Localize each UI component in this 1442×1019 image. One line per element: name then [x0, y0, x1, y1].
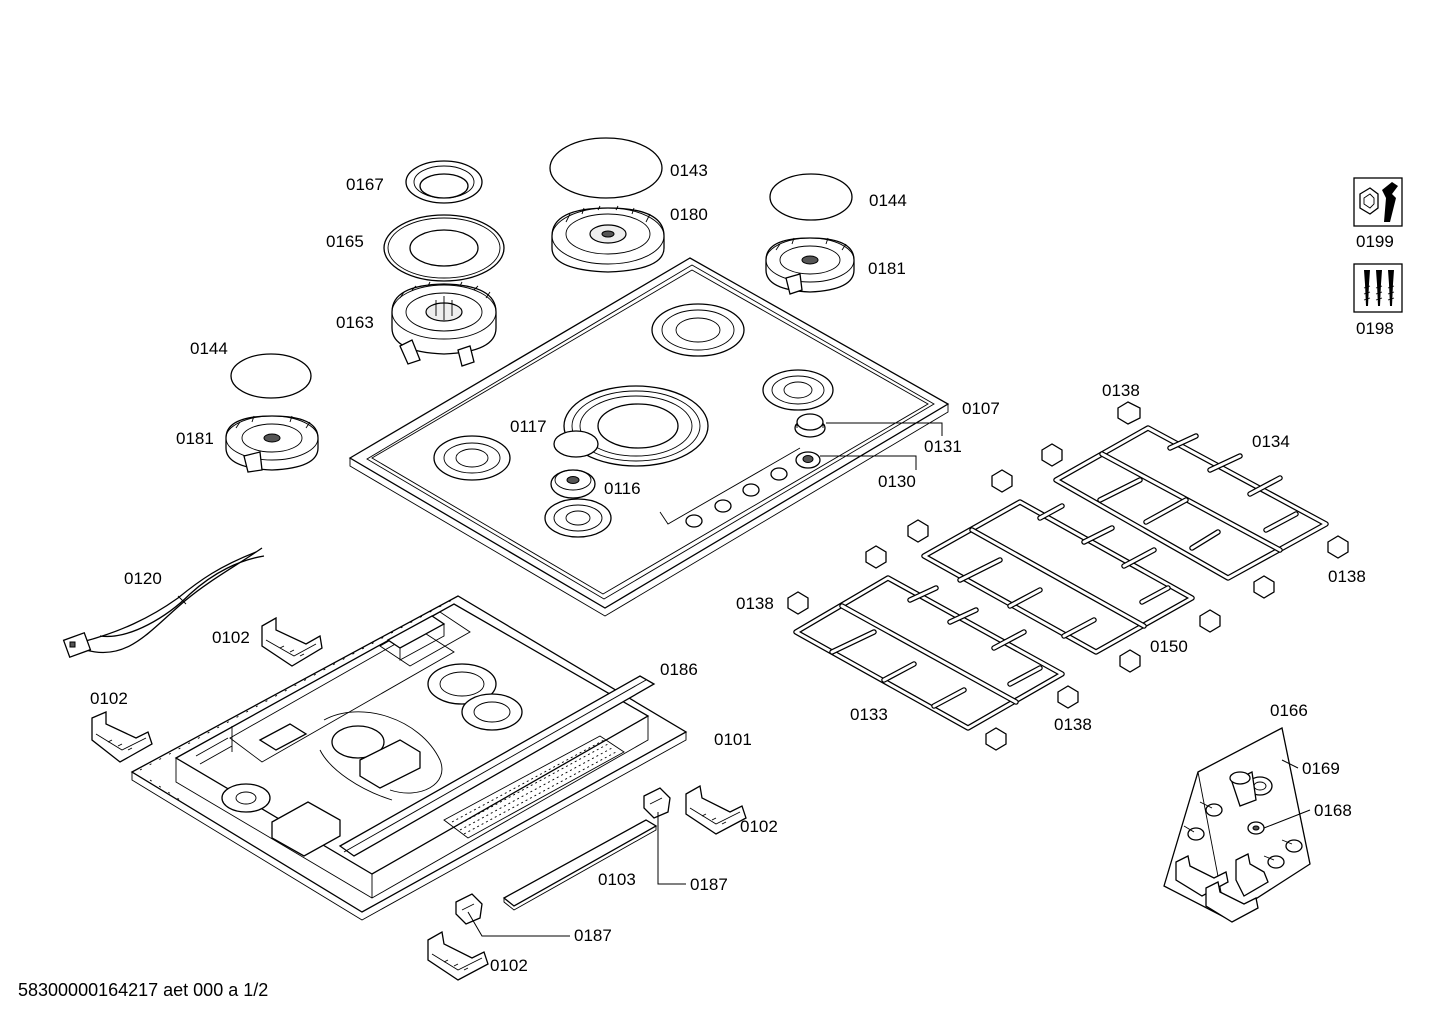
bracket-0102-bottom: [427, 930, 489, 981]
cable-0120: [62, 547, 265, 659]
label-0102: 0102: [212, 628, 250, 647]
burner-base-0163: [391, 281, 497, 367]
label-0101: 0101: [714, 730, 752, 749]
label-0117: 0117: [510, 417, 547, 436]
label-0186: 0186: [660, 660, 698, 679]
hob-burner-left: [433, 435, 511, 481]
wrench-nut-icon: [1353, 177, 1403, 227]
bracket-0102-right: [685, 784, 747, 835]
kit-screws: [1183, 801, 1303, 869]
burner-cap-0144-right: [769, 173, 853, 221]
knob-0131: [794, 413, 826, 438]
label-0103: 0103: [598, 870, 636, 889]
label-0134: 0134: [1252, 432, 1290, 451]
label-0102: 0102: [740, 817, 778, 836]
label-0131: 0131: [924, 437, 962, 456]
label-0107: 0107: [962, 399, 1000, 418]
label-0144: 0144: [190, 339, 228, 358]
label-0165: 0165: [326, 232, 364, 251]
label-0187: 0187: [574, 926, 612, 945]
label-0116: 0116: [604, 479, 641, 498]
label-0143: 0143: [670, 161, 708, 180]
burner-cap-0144-left: [230, 353, 312, 399]
burner-ring-0165: [383, 214, 505, 282]
label-0138: 0138: [1054, 715, 1092, 734]
label-0168: 0168: [1314, 801, 1352, 820]
burner-cap-0117: [553, 430, 599, 458]
label-0167: 0167: [346, 175, 384, 194]
label-0187: 0187: [690, 875, 728, 894]
leader-lines: [467, 422, 1311, 937]
part-labels: 0167 0165 0163 0143 0180 0144 0181 0144 …: [90, 161, 1394, 975]
elbow-0169: [1229, 771, 1273, 807]
label-0180: 0180: [670, 205, 708, 224]
label-0181: 0181: [176, 429, 214, 448]
label-0138: 0138: [1328, 567, 1366, 586]
washer-0168: [1247, 821, 1265, 835]
burner-ring-0167: [405, 160, 483, 204]
pan-support-0134: [1053, 425, 1329, 581]
control-knob-holes: [685, 467, 788, 528]
hob-burner-front: [544, 498, 612, 538]
burner-0180: [551, 205, 665, 273]
label-0169: 0169: [1302, 759, 1340, 778]
label-0181: 0181: [868, 259, 906, 278]
screws-icon: [1353, 263, 1403, 313]
label-0198: 0198: [1356, 319, 1394, 338]
hob-burner-rear-left: [651, 303, 745, 357]
burner-0181-left: [225, 415, 319, 473]
label-0144: 0144: [869, 191, 907, 210]
hob-burner-rear-right: [762, 369, 834, 411]
parts-kit-0166: [1163, 727, 1311, 923]
burner-0116: [550, 469, 596, 499]
bracket-0102-top: [261, 616, 323, 667]
label-0120: 0120: [124, 569, 162, 588]
housing-tray-0101: [130, 595, 688, 921]
kit-brackets: [1175, 853, 1269, 923]
label-0102: 0102: [490, 956, 528, 975]
clip-0187-bottom: [455, 893, 483, 925]
bracket-0102-left: [91, 711, 153, 763]
pan-support-0133: [793, 575, 1065, 731]
clip-0187-right: [643, 787, 671, 819]
hob-burner-wok: [563, 385, 709, 467]
label-0138: 0138: [1102, 381, 1140, 400]
label-0150: 0150: [1150, 637, 1188, 656]
grate-feet-0138: [787, 401, 1349, 751]
knob-ring-0130: [795, 451, 821, 469]
burner-0181-right: [765, 237, 855, 295]
pan-support-0150: [921, 499, 1195, 655]
label-0138: 0138: [736, 594, 774, 613]
document-footer: 58300000164217 aet 000 a 1/2: [18, 980, 269, 1000]
burner-cap-0143: [549, 137, 663, 199]
label-0163: 0163: [336, 313, 374, 332]
label-0133: 0133: [850, 705, 888, 724]
label-0199: 0199: [1356, 232, 1394, 251]
label-0166: 0166: [1270, 701, 1308, 720]
strip-0103: [502, 819, 658, 911]
label-0130: 0130: [878, 472, 916, 491]
label-0102: 0102: [90, 689, 128, 708]
perforation-grid: [451, 739, 617, 835]
